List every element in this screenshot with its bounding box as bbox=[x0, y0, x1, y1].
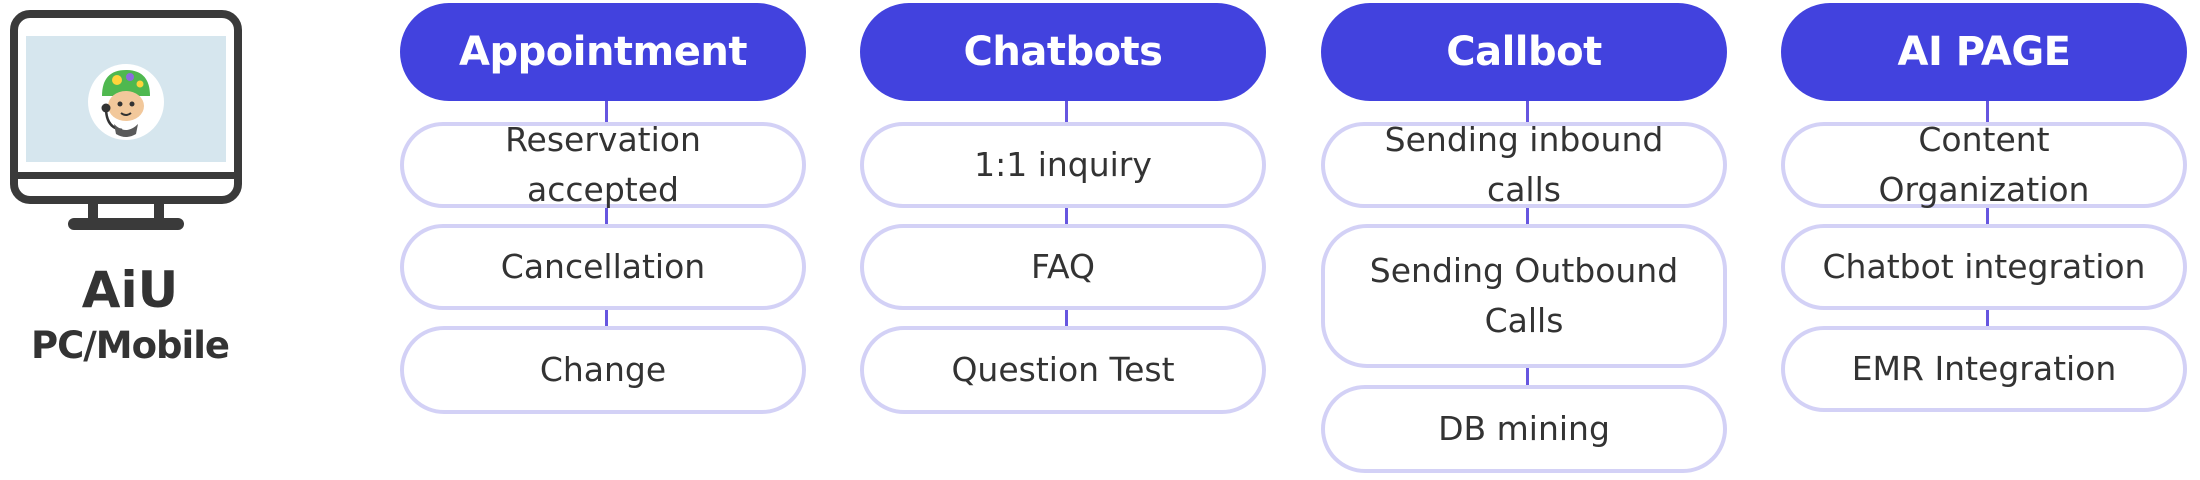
item-reservation-accepted: Reservation accepted bbox=[400, 120, 806, 209]
item-1-1-inquiry: 1:1 inquiry bbox=[860, 122, 1266, 208]
item-question-test: Question Test bbox=[860, 326, 1266, 414]
item-cancellation: Cancellation bbox=[400, 224, 806, 310]
item-sending-inbound-calls: Sending inbound calls bbox=[1321, 120, 1727, 209]
connector-line bbox=[1986, 100, 1989, 326]
column-header-chatbots: Chatbots bbox=[860, 3, 1266, 101]
brand-subtitle: PC/Mobile bbox=[31, 324, 230, 367]
item-change: Change bbox=[400, 326, 806, 414]
item-faq: FAQ bbox=[860, 224, 1266, 310]
connector-line bbox=[605, 100, 608, 326]
column-ai-page: AI PAGE Content Organization Chatbot int… bbox=[1781, 0, 2193, 480]
column-callbot: Callbot Sending inbound calls Sending Ou… bbox=[1321, 0, 1733, 480]
item-sending-outbound-calls: Sending Outbound Calls bbox=[1321, 224, 1727, 368]
mascot-avatar-icon bbox=[88, 64, 164, 140]
item-emr-integration: EMR Integration bbox=[1781, 326, 2187, 412]
column-header-ai-page: AI PAGE bbox=[1781, 3, 2187, 101]
item-db-mining: DB mining bbox=[1321, 385, 1727, 473]
item-content-organization: Content Organization bbox=[1781, 120, 2187, 209]
column-header-callbot: Callbot bbox=[1321, 3, 1727, 101]
column-header-appointment: Appointment bbox=[400, 3, 806, 101]
brand-name: AiU bbox=[81, 261, 179, 319]
connector-line bbox=[1065, 100, 1068, 326]
item-chatbot-integration: Chatbot integration bbox=[1781, 224, 2187, 310]
column-chatbots: Chatbots 1:1 inquiry FAQ Question Test bbox=[860, 0, 1272, 480]
monitor-icon bbox=[10, 10, 242, 235]
column-appointment: Appointment Reservation accepted Cancell… bbox=[400, 0, 812, 480]
